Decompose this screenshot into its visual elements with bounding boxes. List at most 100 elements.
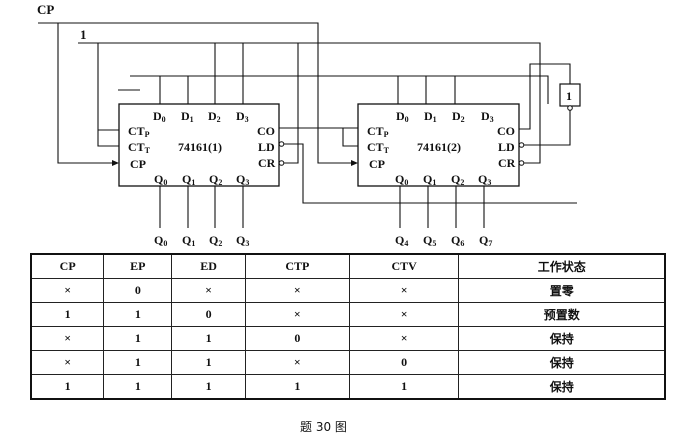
table-row: 1 1 1 1 1 保持 <box>30 374 666 400</box>
cell: 1 <box>244 374 350 400</box>
inverter-bubble-icon <box>567 105 573 111</box>
cell: 0 <box>171 302 246 327</box>
cell: 置零 <box>458 278 666 303</box>
cp-bus-label: CP <box>37 2 54 17</box>
cell: × <box>171 278 246 303</box>
table-header-row: CP EP ED CTP CTV 工作状态 <box>30 253 666 279</box>
figure-caption: 题 30 图 <box>300 420 347 434</box>
cr1-wire <box>283 43 299 164</box>
cell: 1 <box>171 374 246 400</box>
chip-1-name: 74161(1) <box>178 140 222 154</box>
chip-2-ctp: CTP <box>367 124 389 139</box>
cp1-arrow-icon <box>112 160 119 166</box>
wires <box>38 22 577 228</box>
chip-2-cr: CR <box>498 156 516 170</box>
ctp1-ctt1-wire <box>97 43 119 147</box>
out-q6: Q6 <box>451 233 464 248</box>
cell: 0 <box>103 278 173 303</box>
cell: 保持 <box>458 326 666 351</box>
out-q1: Q1 <box>182 233 195 248</box>
cell: 保持 <box>458 374 666 400</box>
chip-2-ctt: CTT <box>367 140 390 155</box>
out-q5: Q5 <box>423 233 436 248</box>
chip-1-co: CO <box>257 124 275 138</box>
cr1-bubble-icon <box>278 160 285 166</box>
chip-1-q1: Q1 <box>182 172 195 187</box>
chip-1-cp: CP <box>130 157 146 171</box>
chip-2-ld: LD <box>498 140 515 154</box>
inverter-out-wire <box>523 110 571 146</box>
cell: 0 <box>348 350 460 375</box>
cell: × <box>348 302 460 327</box>
chip-1-q0: Q0 <box>154 172 167 187</box>
out-q7: Q7 <box>479 233 492 248</box>
chip-1-ctt: CTT <box>128 140 151 155</box>
cell: × <box>348 278 460 303</box>
out-q2: Q2 <box>209 233 222 248</box>
chip-2-labels: D0 D1 D2 D3 CTP CTT CP 74161(2) CO LD CR… <box>367 109 516 248</box>
cell: 1 <box>103 374 173 400</box>
chip-2-cp: CP <box>369 157 385 171</box>
cell: 1 <box>348 374 460 400</box>
chip-2-q2: Q2 <box>451 172 464 187</box>
chip-1-ctp: CTP <box>128 124 150 139</box>
cell: 1 <box>103 302 173 327</box>
cell: × <box>30 326 105 351</box>
q-out-wires-2 <box>399 186 485 228</box>
header-ep: EP <box>103 253 173 279</box>
box2-d-wires <box>397 76 456 104</box>
chip-1-labels: D0 D1 D2 D3 CTP CTT CP 74161(1) CO LD CR… <box>128 109 276 248</box>
chip-1-ld: LD <box>258 140 275 154</box>
chip-2-name: 74161(2) <box>417 140 461 154</box>
cell: × <box>244 278 350 303</box>
cell: 0 <box>244 326 350 351</box>
chip-2-q0: Q0 <box>395 172 408 187</box>
cell: 1 <box>171 350 246 375</box>
circuit-diagram: 1 CP 1 D0 D1 D2 D3 CTP CTT CP 74161(1) C… <box>37 2 581 248</box>
cell: × <box>348 326 460 351</box>
cell: 1 <box>30 302 105 327</box>
chip-1-q3: Q3 <box>236 172 249 187</box>
chip-2-d0: D0 <box>396 109 409 124</box>
chip-1-d3: D3 <box>236 109 249 124</box>
cell: 1 <box>103 326 173 351</box>
q-out-wires-1 <box>159 186 244 228</box>
table-row: × 1 1 × 0 保持 <box>30 350 666 375</box>
cp-bus-wire <box>38 22 356 164</box>
ld2-bubble-icon <box>518 142 525 148</box>
one-bus-label: 1 <box>80 27 87 42</box>
one-bus-wire <box>78 42 541 164</box>
chip-2-q3: Q3 <box>478 172 491 187</box>
cell: × <box>244 302 350 327</box>
header-state: 工作状态 <box>458 253 666 279</box>
chip-1-d2: D2 <box>208 109 221 124</box>
chip-1-q2: Q2 <box>209 172 222 187</box>
chip-1-d1: D1 <box>181 109 194 124</box>
ld1-wire <box>283 143 577 204</box>
header-ctv: CTV <box>348 253 460 279</box>
cell: × <box>244 350 350 375</box>
chip-2-d1: D1 <box>424 109 437 124</box>
d0-d1-low-wire <box>159 76 189 104</box>
table-row: 1 1 0 × × 预置数 <box>30 302 666 327</box>
co1-wire <box>279 127 358 147</box>
cell: 预置数 <box>458 302 666 327</box>
header-ed: ED <box>171 253 246 279</box>
chip-2-d3: D3 <box>481 109 494 124</box>
ld1-bubble-icon <box>278 141 285 147</box>
header-cp: CP <box>30 253 105 279</box>
cell: 1 <box>103 350 173 375</box>
chip-1-cr: CR <box>258 156 276 170</box>
function-table: CP EP ED CTP CTV 工作状态 × 0 × × × 置零 1 1 0… <box>30 253 666 400</box>
header-ctp: CTP <box>244 253 350 279</box>
cr2-bubble-icon <box>518 160 525 166</box>
out-q4: Q4 <box>395 233 408 248</box>
chip-1-d0: D0 <box>153 109 166 124</box>
chip-2-q1: Q1 <box>423 172 436 187</box>
cell: × <box>30 278 105 303</box>
table-row: × 0 × × × 置零 <box>30 278 666 303</box>
co2-wire <box>519 63 571 130</box>
inverter-label: 1 <box>566 89 572 103</box>
ground-bus-wire <box>130 75 549 104</box>
table-row: × 1 1 0 × 保持 <box>30 326 666 351</box>
